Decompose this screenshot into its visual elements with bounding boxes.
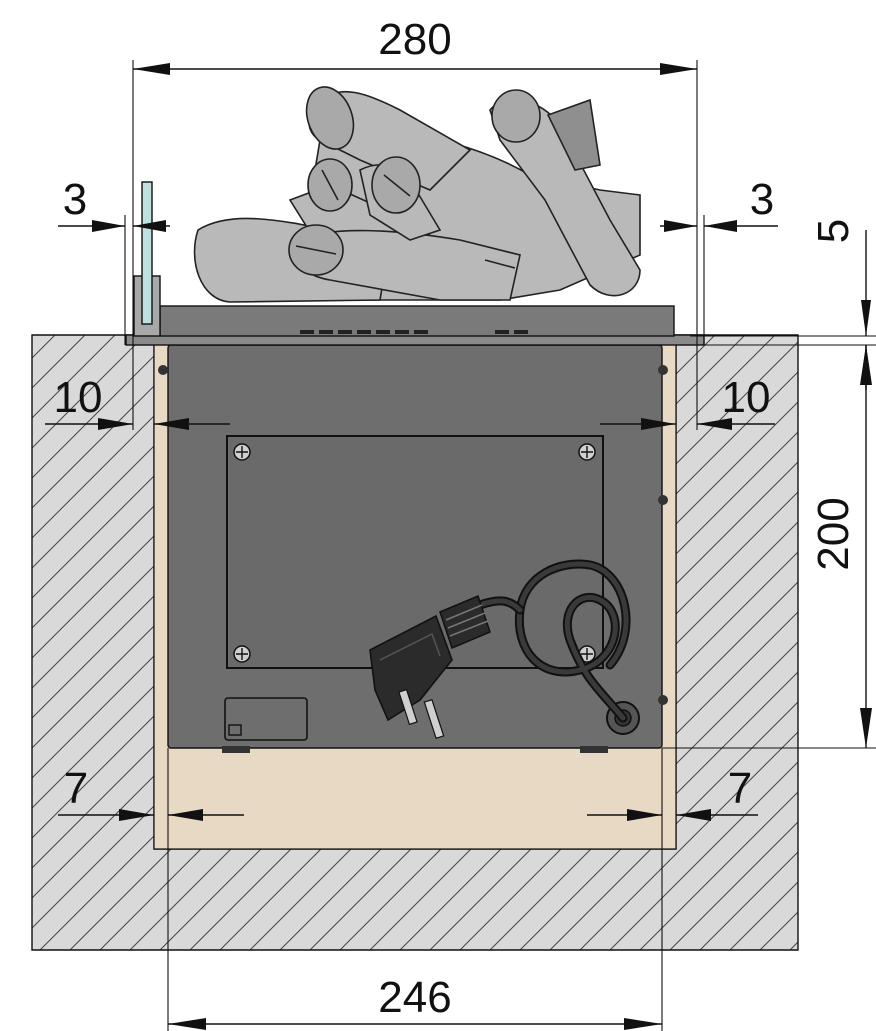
dim-right-small-label: 5 <box>809 219 858 243</box>
wall-right <box>676 335 798 950</box>
wall-section <box>31 334 799 951</box>
dim-right-inset-label: 10 <box>722 373 771 422</box>
dim-top-width-label: 280 <box>378 15 451 64</box>
power-cable <box>475 559 631 723</box>
dim-top-left-gap-label: 3 <box>63 175 87 224</box>
dimension-insets: 10 10 <box>45 345 775 430</box>
dim-bottom-width-label: 246 <box>378 973 451 1022</box>
power-plug <box>369 594 491 740</box>
dim-left-inset-label: 10 <box>54 373 103 422</box>
dimension-height: 200 <box>662 345 876 749</box>
dim-bottom-right-label: 7 <box>728 764 752 813</box>
dimension-top-width: 280 <box>132 15 698 345</box>
dim-top-right-gap-label: 3 <box>750 175 774 224</box>
panel-screws <box>233 443 596 663</box>
dim-height-label: 200 <box>809 497 858 570</box>
decorative-logs <box>193 86 641 303</box>
dimension-bottom-gaps: 7 7 <box>58 748 758 1031</box>
wall-bottom <box>154 849 676 950</box>
dim-bottom-left-label: 7 <box>64 764 88 813</box>
glass-pane <box>141 181 153 325</box>
wall-left <box>32 335 154 950</box>
switch-plate <box>224 697 308 741</box>
dimension-bottom-width: 246 <box>168 973 662 1030</box>
dimension-top-gaps: 3 3 <box>58 175 778 345</box>
